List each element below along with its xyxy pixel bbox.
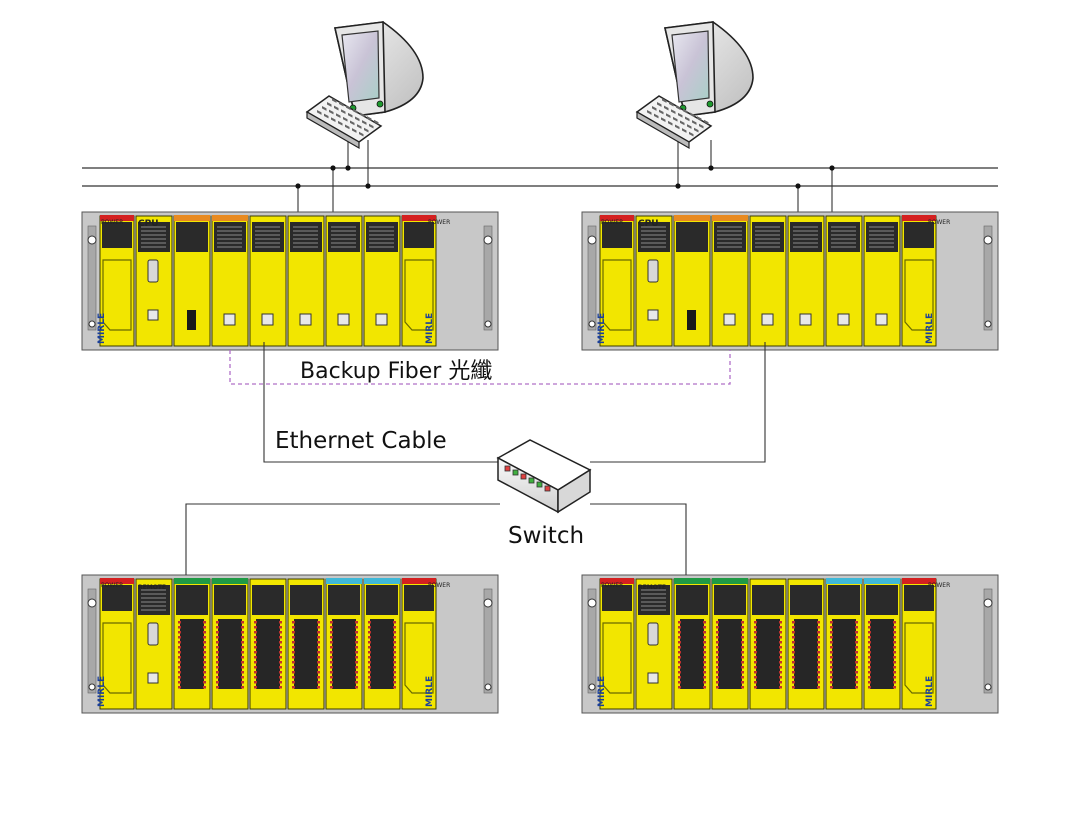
network-switch-icon: [496, 439, 592, 514]
ethernet-cables: [185, 342, 766, 575]
pc-connections: [297, 140, 833, 212]
backup-fiber-label: Backup Fiber 光纖: [300, 359, 492, 384]
io-module: [673, 578, 711, 710]
io-module: [711, 578, 749, 710]
brand-logo: MIRLE: [425, 676, 435, 707]
power-module: [599, 578, 635, 710]
ethernet-module: [249, 215, 287, 347]
power-label: POWER: [428, 219, 450, 226]
ethernet-module: [825, 215, 863, 347]
ethernet-bus: [82, 167, 998, 187]
cpu-label: CPU: [638, 219, 659, 229]
brand-logo: MIRLE: [925, 676, 935, 707]
fiber-module: [173, 215, 211, 347]
power-module: [401, 215, 437, 347]
computer-icon: [305, 21, 424, 150]
remote-label: REMOTE: [138, 584, 166, 591]
ethernet-module: [363, 215, 401, 347]
brand-logo: MIRLE: [597, 313, 607, 344]
power-module: [99, 215, 135, 347]
power-module: [901, 578, 937, 710]
io-module: [749, 578, 787, 710]
power-label: POWER: [601, 219, 623, 226]
brand-logo: MIRLE: [97, 676, 107, 707]
fiber-module: [673, 215, 711, 347]
io-module: [287, 578, 325, 710]
io-module: [325, 578, 363, 710]
io-module: [825, 578, 863, 710]
power-label: POWER: [928, 582, 950, 589]
power-label: POWER: [101, 582, 123, 589]
io-module: [363, 578, 401, 710]
cpu-module: [135, 215, 173, 347]
plc-rack-main-right: POWER POWER CPU MIRLE MIRLE: [581, 211, 999, 351]
cpu-module: [635, 215, 673, 347]
power-module: [599, 215, 635, 347]
brand-logo: MIRLE: [925, 313, 935, 344]
plc-rack-remote-left: POWER POWER REMOTE MIRLE MIRLE: [81, 574, 499, 714]
ethernet-module: [787, 215, 825, 347]
plc-rack-remote-right: POWER POWER REMOTE MIRLE MIRLE: [581, 574, 999, 714]
backup-fiber-line: [229, 350, 731, 385]
io-module: [787, 578, 825, 710]
switch-label: Switch: [508, 523, 584, 549]
cpu-label: CPU: [138, 219, 159, 229]
remote-label: REMOTE: [638, 584, 666, 591]
power-label: POWER: [428, 582, 450, 589]
power-label: POWER: [101, 219, 123, 226]
power-module: [99, 578, 135, 710]
io-module: [863, 578, 901, 710]
ethernet-module: [711, 215, 749, 347]
io-module: [173, 578, 211, 710]
brand-logo: MIRLE: [597, 676, 607, 707]
ethernet-module: [211, 215, 249, 347]
ethernet-module: [325, 215, 363, 347]
brand-logo: MIRLE: [97, 313, 107, 344]
bus-junctions: [295, 165, 835, 189]
plc-rack-main-left: POWER POWER CPU MIRLE MIRLE: [81, 211, 499, 351]
io-module: [211, 578, 249, 710]
power-module: [401, 578, 437, 710]
power-label: POWER: [928, 219, 950, 226]
io-module: [249, 578, 287, 710]
ethernet-module: [863, 215, 901, 347]
ethernet-module: [749, 215, 787, 347]
ethernet-module: [287, 215, 325, 347]
brand-logo: MIRLE: [425, 313, 435, 344]
power-label: POWER: [601, 582, 623, 589]
remote-module: [635, 578, 673, 710]
computer-icon: [635, 21, 754, 150]
ethernet-cable-label: Ethernet Cable: [275, 428, 447, 454]
remote-module: [135, 578, 173, 710]
power-module: [901, 215, 937, 347]
